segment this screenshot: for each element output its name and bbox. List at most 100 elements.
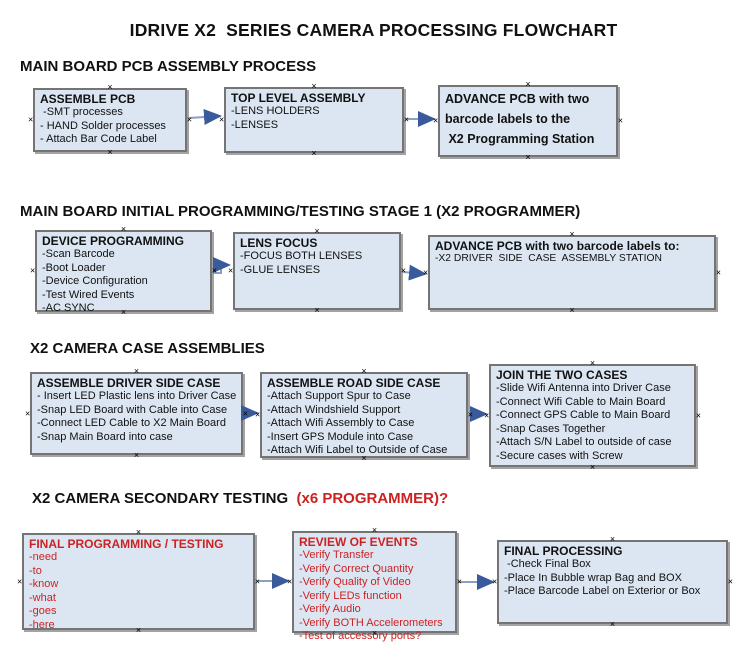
connection-handle-icon xyxy=(696,411,701,420)
box-line: -Boot Loader xyxy=(42,261,106,274)
box-line: -Insert GPS Module into Case xyxy=(267,430,414,443)
connection-handle-icon xyxy=(590,463,595,472)
box-title: ASSEMBLE PCB xyxy=(40,92,136,106)
flow-box-advance-pcb-driver-side-station: ADVANCE PCB with two barcode labels to: … xyxy=(428,235,716,310)
connection-handle-icon xyxy=(17,577,22,586)
flow-box-assemble-pcb: ASSEMBLE PCB -SMT processes - HAND Solde… xyxy=(33,88,187,152)
section-heading-secondary-testing-black: X2 CAMERA SECONDARY TESTING xyxy=(32,490,297,507)
flow-box-advance-pcb-programming-station: ADVANCE PCB with two barcode labels to t… xyxy=(438,85,618,157)
connection-handle-icon xyxy=(255,411,260,420)
box-title: FINAL PROCESSING xyxy=(504,544,623,558)
box-line: -to xyxy=(29,564,42,577)
connection-handle-icon xyxy=(134,451,139,460)
box-line: -what xyxy=(29,591,56,604)
section-heading-secondary-testing-red: (x6 PROGRAMMER)? xyxy=(296,490,449,507)
flow-box-final-processing: FINAL PROCESSING -Check Final Box -Place… xyxy=(497,540,728,624)
box-line: -Attach S/N Label to outside of case xyxy=(496,436,672,449)
connection-handle-icon xyxy=(423,268,428,277)
connection-handle-icon xyxy=(610,535,615,544)
box-line: - Insert LED Plastic lens into Driver Ca… xyxy=(37,390,237,403)
flow-arrow xyxy=(188,109,222,126)
connection-handle-icon xyxy=(121,225,126,234)
connection-handle-icon xyxy=(716,268,721,277)
box-line: - HAND Solder processes xyxy=(40,119,166,132)
box-line: -know xyxy=(29,578,59,591)
connection-handle-icon xyxy=(590,359,595,368)
flowchart-title: IDRIVE X2 SERIES CAMERA PROCESSING FLOWC… xyxy=(129,20,618,40)
flow-box-assemble-driver-side-case: ASSEMBLE DRIVER SIDE CASE - Insert LED P… xyxy=(30,372,243,455)
box-line: -need xyxy=(29,551,58,564)
box-title: TOP LEVEL ASSEMBLY xyxy=(231,91,366,105)
section-heading-pcb-assembly: MAIN BOARD PCB ASSEMBLY PROCESS xyxy=(20,58,317,75)
box-line: -Verify LEDs function xyxy=(299,589,402,602)
box-title: ADVANCE PCB with two barcode labels to: xyxy=(435,239,680,253)
box-line: -Verify Transfer xyxy=(299,549,374,562)
connection-handle-icon xyxy=(212,267,217,276)
connection-handle-icon xyxy=(311,82,316,91)
box-title: ASSEMBLE ROAD SIDE CASE xyxy=(267,376,441,390)
connection-handle-icon xyxy=(25,409,30,418)
box-line: -Snap Cases Together xyxy=(496,422,606,435)
box-line: -Slide Wifi Antenna into Driver Case xyxy=(496,382,671,395)
box-line: -Attach Wifi Label to Outside of Case xyxy=(267,444,448,457)
connection-handle-icon xyxy=(728,578,733,587)
box-line: - Attach Bar Code Label xyxy=(40,133,157,146)
flow-box-top-level-assembly: TOP LEVEL ASSEMBLY -LENS HOLDERS -LENSES xyxy=(224,87,404,153)
box-line: -Connect LED Cable to X2 Main Board xyxy=(37,417,226,430)
connection-handle-icon xyxy=(228,267,233,276)
connection-handle-icon xyxy=(28,116,33,125)
connection-handle-icon xyxy=(372,629,377,638)
connection-handle-icon xyxy=(372,526,377,535)
box-line: -Verify Quality of Video xyxy=(299,576,411,589)
box-line: -Attach Windshield Support xyxy=(267,403,401,416)
flow-box-lens-focus: LENS FOCUS -FOCUS BOTH LENSES -GLUE LENS… xyxy=(233,232,401,310)
box-line: -Secure cases with Screw xyxy=(496,449,623,462)
box-line: -Connect GPS Cable to Main Board xyxy=(496,409,671,422)
connection-handle-icon xyxy=(314,306,319,315)
box-line: -Check Final Box xyxy=(504,558,591,571)
box-line: -here xyxy=(29,618,55,631)
connection-handle-icon xyxy=(311,149,316,158)
box-title: REVIEW OF EVENTS xyxy=(299,535,418,549)
flow-box-device-programming: DEVICE PROGRAMMING -Scan Barcode -Boot L… xyxy=(35,230,212,314)
connection-handle-icon xyxy=(30,267,35,276)
connection-handle-icon xyxy=(468,411,473,420)
connection-handle-icon xyxy=(121,308,126,317)
connection-handle-icon xyxy=(457,578,462,587)
box-line: -Verify Correct Quantity xyxy=(299,562,414,575)
connection-handle-icon xyxy=(610,620,615,629)
box-title: LENS FOCUS xyxy=(240,236,318,250)
connection-handle-icon xyxy=(134,367,139,376)
box-line: -Scan Barcode xyxy=(42,248,115,261)
connection-handle-icon xyxy=(433,117,438,126)
connection-handle-icon xyxy=(107,83,112,92)
connection-handle-icon xyxy=(618,117,623,126)
connection-handle-icon xyxy=(314,227,319,236)
connection-handle-icon xyxy=(404,116,409,125)
connection-handle-icon xyxy=(569,230,574,239)
box-line: -Attach Wifi Assembly to Case xyxy=(267,417,415,430)
flow-box-join-the-two-cases: JOIN THE TWO CASES -Slide Wifi Antenna i… xyxy=(489,364,696,467)
section-heading-case-assemblies: X2 CAMERA CASE ASSEMBLIES xyxy=(30,340,265,357)
box-line: -GLUE LENSES xyxy=(240,263,321,276)
box-title: DEVICE PROGRAMMING xyxy=(42,234,185,248)
connection-handle-icon xyxy=(255,577,260,586)
box-title: JOIN THE TWO CASES xyxy=(496,368,628,382)
connection-handle-icon xyxy=(525,153,530,162)
connection-handle-icon xyxy=(187,116,192,125)
flow-arrow xyxy=(402,264,427,281)
box-title: FINAL PROGRAMMING / TESTING xyxy=(29,537,224,551)
box-line: -FOCUS BOTH LENSES xyxy=(240,250,363,263)
connection-handle-icon xyxy=(484,411,489,420)
box-line: -Verify Audio xyxy=(299,603,361,616)
section-heading-secondary-testing: X2 CAMERA SECONDARY TESTING (x6 PROGRAMM… xyxy=(32,490,448,507)
box-line: -Snap Main Board into case xyxy=(37,430,173,443)
connection-handle-icon xyxy=(136,626,141,635)
section-heading-initial-programming: MAIN BOARD INITIAL PROGRAMMING/TESTING S… xyxy=(20,203,581,220)
box-line: -Device Configuration xyxy=(42,275,148,288)
connection-handle-icon xyxy=(525,80,530,89)
flow-box-final-programming-testing: FINAL PROGRAMMING / TESTING -need -to -k… xyxy=(22,533,255,631)
box-line: -Connect Wifi Cable to Main Board xyxy=(496,395,666,408)
box-line: -SMT processes xyxy=(40,106,123,119)
